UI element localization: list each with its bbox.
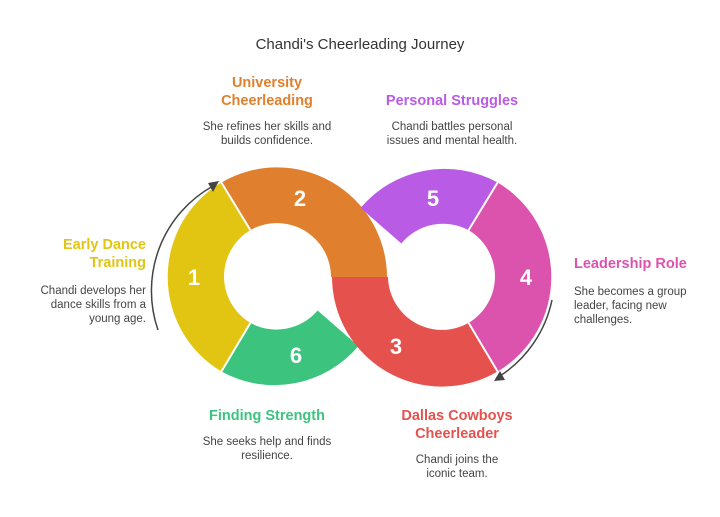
stage-2-description: She refines her skills and builds confid… (202, 121, 332, 147)
segment-1 (167, 182, 251, 372)
stage-4-description: She becomes a group leader, facing new c… (574, 286, 687, 326)
progress-arrow-left (150, 185, 214, 331)
stage-4-label: Leadership Role She becomes a group lead… (574, 255, 702, 327)
segment-4-number: 4 (520, 265, 533, 290)
diagram-title: Chandi's Cheerleading Journey (255, 36, 465, 53)
stage-3-description: Chandi joins the iconic team. (415, 454, 499, 480)
progress-arrow-right (499, 299, 553, 377)
stage-6-label: Finding Strength She seeks help and find… (192, 407, 342, 463)
segment-6 (221, 310, 359, 386)
stage-5-label: Personal Struggles Chandi battles person… (372, 92, 532, 148)
stage-6-title: Finding Strength (209, 408, 325, 424)
stage-5-title: Personal Struggles (385, 93, 519, 109)
stage-3-label: Dallas Cowboys Cheerleader Chandi joins … (377, 407, 537, 481)
stage-6-description: She seeks help and finds resilience. (202, 436, 332, 462)
segment-2 (221, 167, 387, 277)
segment-5-number: 5 (427, 186, 439, 211)
segment-4 (468, 182, 552, 372)
stage-1-title: Early Dance Training (62, 237, 146, 271)
segment-1-number: 1 (188, 265, 200, 290)
segment-5 (360, 168, 498, 244)
stage-4-title: Leadership Role (574, 256, 687, 272)
progress-arrow-left-head (208, 181, 219, 192)
progress-arrow-right-head (494, 371, 505, 381)
stage-3-title: Dallas Cowboys Cheerleader (401, 408, 513, 442)
stage-2-label: University Cheerleading She refines her … (187, 74, 347, 148)
segment-3 (332, 277, 498, 387)
segment-6-number: 6 (290, 343, 302, 368)
stage-5-description: Chandi battles personal issues and menta… (386, 121, 518, 147)
stage-1-description: Chandi develops her dance skills from a … (40, 285, 147, 325)
segment-3-number: 3 (390, 334, 402, 359)
segment-separators (220, 181, 499, 373)
stage-1-label: Early Dance Training Chandi develops her… (20, 236, 147, 326)
segment-2-number: 2 (294, 186, 306, 211)
stage-2-title: University Cheerleading (221, 75, 313, 109)
